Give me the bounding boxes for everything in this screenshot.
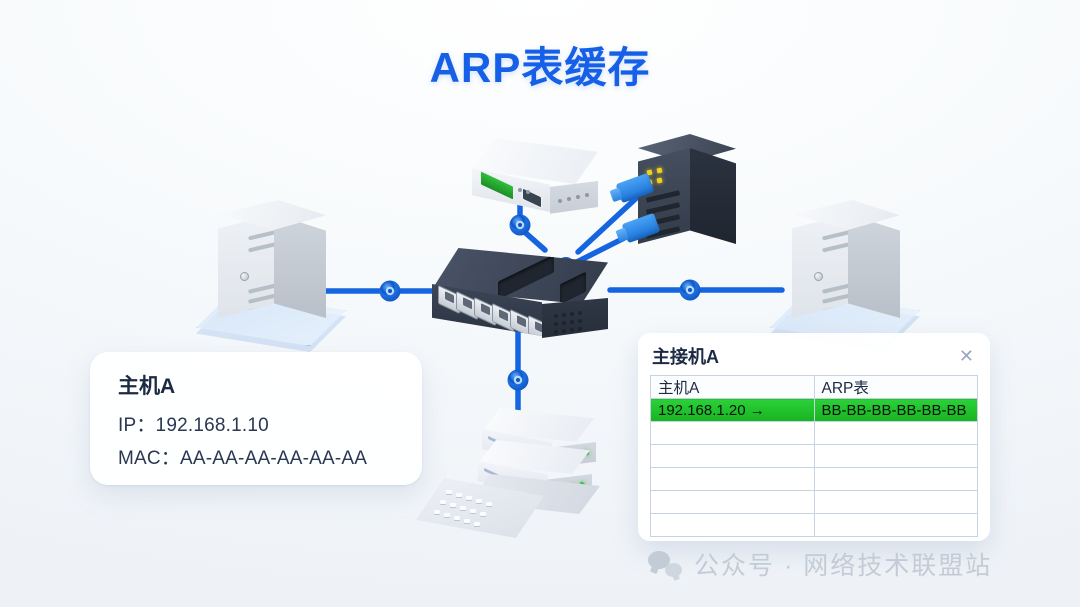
stacked-network-devices[interactable]: [448, 408, 623, 558]
table-row[interactable]: [650, 467, 978, 491]
server-rack[interactable]: [615, 126, 748, 256]
info-card-heading: 主机A: [118, 375, 176, 398]
host-a-info-card: 主机A IP：192.168.1.10 MAC：AA-AA-AA-AA-AA-A…: [90, 352, 422, 485]
server-front-face: [792, 214, 848, 318]
footer-text: 公众号 · 网络技术联盟站: [694, 552, 993, 580]
switch-side-vents: [542, 298, 608, 338]
table-row[interactable]: [650, 421, 978, 445]
arp-col-mac: ARP表: [813, 375, 978, 399]
arp-row-mac: [813, 513, 978, 537]
arp-table-panel: 主接机A ✕ 主机A ARP表 192.168.1.20 → BB-BB-BB-…: [638, 333, 990, 541]
info-card-mac: MAC：AA-AA-AA-AA-AA-AA: [118, 448, 368, 469]
network-switch[interactable]: [428, 248, 618, 358]
minibox-side-face: [550, 181, 598, 214]
table-row[interactable]: 192.168.1.20 → BB-BB-BB-BB-BB-BB: [650, 398, 978, 422]
arp-row-mac: BB-BB-BB-BB-BB-BB: [813, 398, 978, 422]
info-card-ip: IP：192.168.1.10: [118, 415, 269, 436]
arp-table-header-row: 主机A ARP表: [650, 375, 978, 399]
arp-row-mac: [813, 490, 978, 514]
arp-panel-header: 主接机A ✕: [650, 343, 978, 375]
arp-row-mac: [813, 421, 978, 445]
arp-panel-title: 主接机A: [652, 347, 719, 367]
arp-row-host: [650, 490, 815, 514]
arp-row-host: [650, 421, 815, 445]
server-side-face: [274, 214, 326, 318]
table-row[interactable]: [650, 490, 978, 514]
table-row[interactable]: [650, 444, 978, 468]
arp-row-host: [650, 513, 815, 537]
wechat-icon: [648, 551, 682, 577]
footer-watermark: 公众号 · 网络技术联盟站: [648, 546, 992, 582]
arp-col-host: 主机A: [650, 375, 815, 399]
rack-side-face: [690, 148, 736, 244]
mini-router-box[interactable]: [466, 138, 606, 228]
arp-row-host: [650, 467, 815, 491]
arp-table: 主机A ARP表 192.168.1.20 → BB-BB-BB-BB-BB-B…: [650, 375, 978, 537]
server-front-face: [218, 214, 274, 318]
arp-row-mac: [813, 444, 978, 468]
server-tower-right[interactable]: [770, 196, 920, 352]
close-icon[interactable]: ✕: [958, 346, 974, 366]
page-title: ARP表缓存: [429, 44, 651, 91]
table-row[interactable]: [650, 513, 978, 537]
server-tower-left[interactable]: [196, 196, 346, 352]
server-side-face: [848, 214, 900, 318]
arp-row-host: 192.168.1.20 →: [650, 398, 815, 422]
arp-row-host: [650, 444, 815, 468]
arp-row-mac: [813, 467, 978, 491]
